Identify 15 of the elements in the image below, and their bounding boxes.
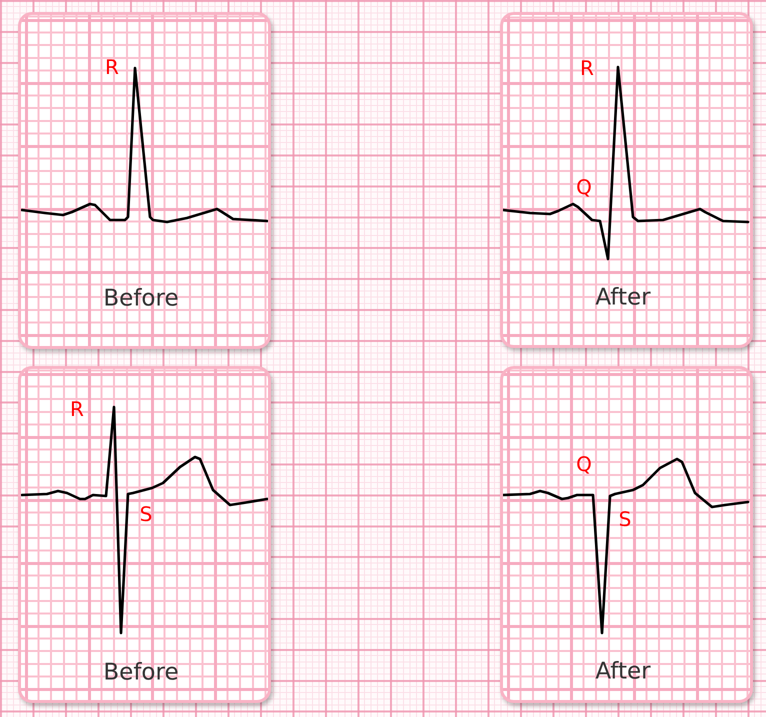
ecg-strip-panel bbox=[500, 366, 753, 703]
wave-label: S bbox=[618, 509, 632, 529]
ecg-strip-panel bbox=[500, 12, 753, 348]
wave-label: S bbox=[140, 504, 152, 524]
wave-label: R bbox=[70, 399, 84, 419]
ecg-strip-panel bbox=[18, 12, 271, 349]
wave-label: R bbox=[580, 58, 594, 78]
ecg-strip-panel bbox=[18, 366, 271, 703]
panel-caption: After bbox=[595, 286, 651, 310]
panel-caption: Before bbox=[103, 662, 179, 684]
wave-label: Q bbox=[576, 177, 592, 197]
panel-caption: After bbox=[595, 660, 651, 684]
wave-label: R bbox=[105, 57, 119, 77]
wave-label: Q bbox=[576, 454, 592, 474]
panel-caption: Before bbox=[103, 288, 179, 310]
